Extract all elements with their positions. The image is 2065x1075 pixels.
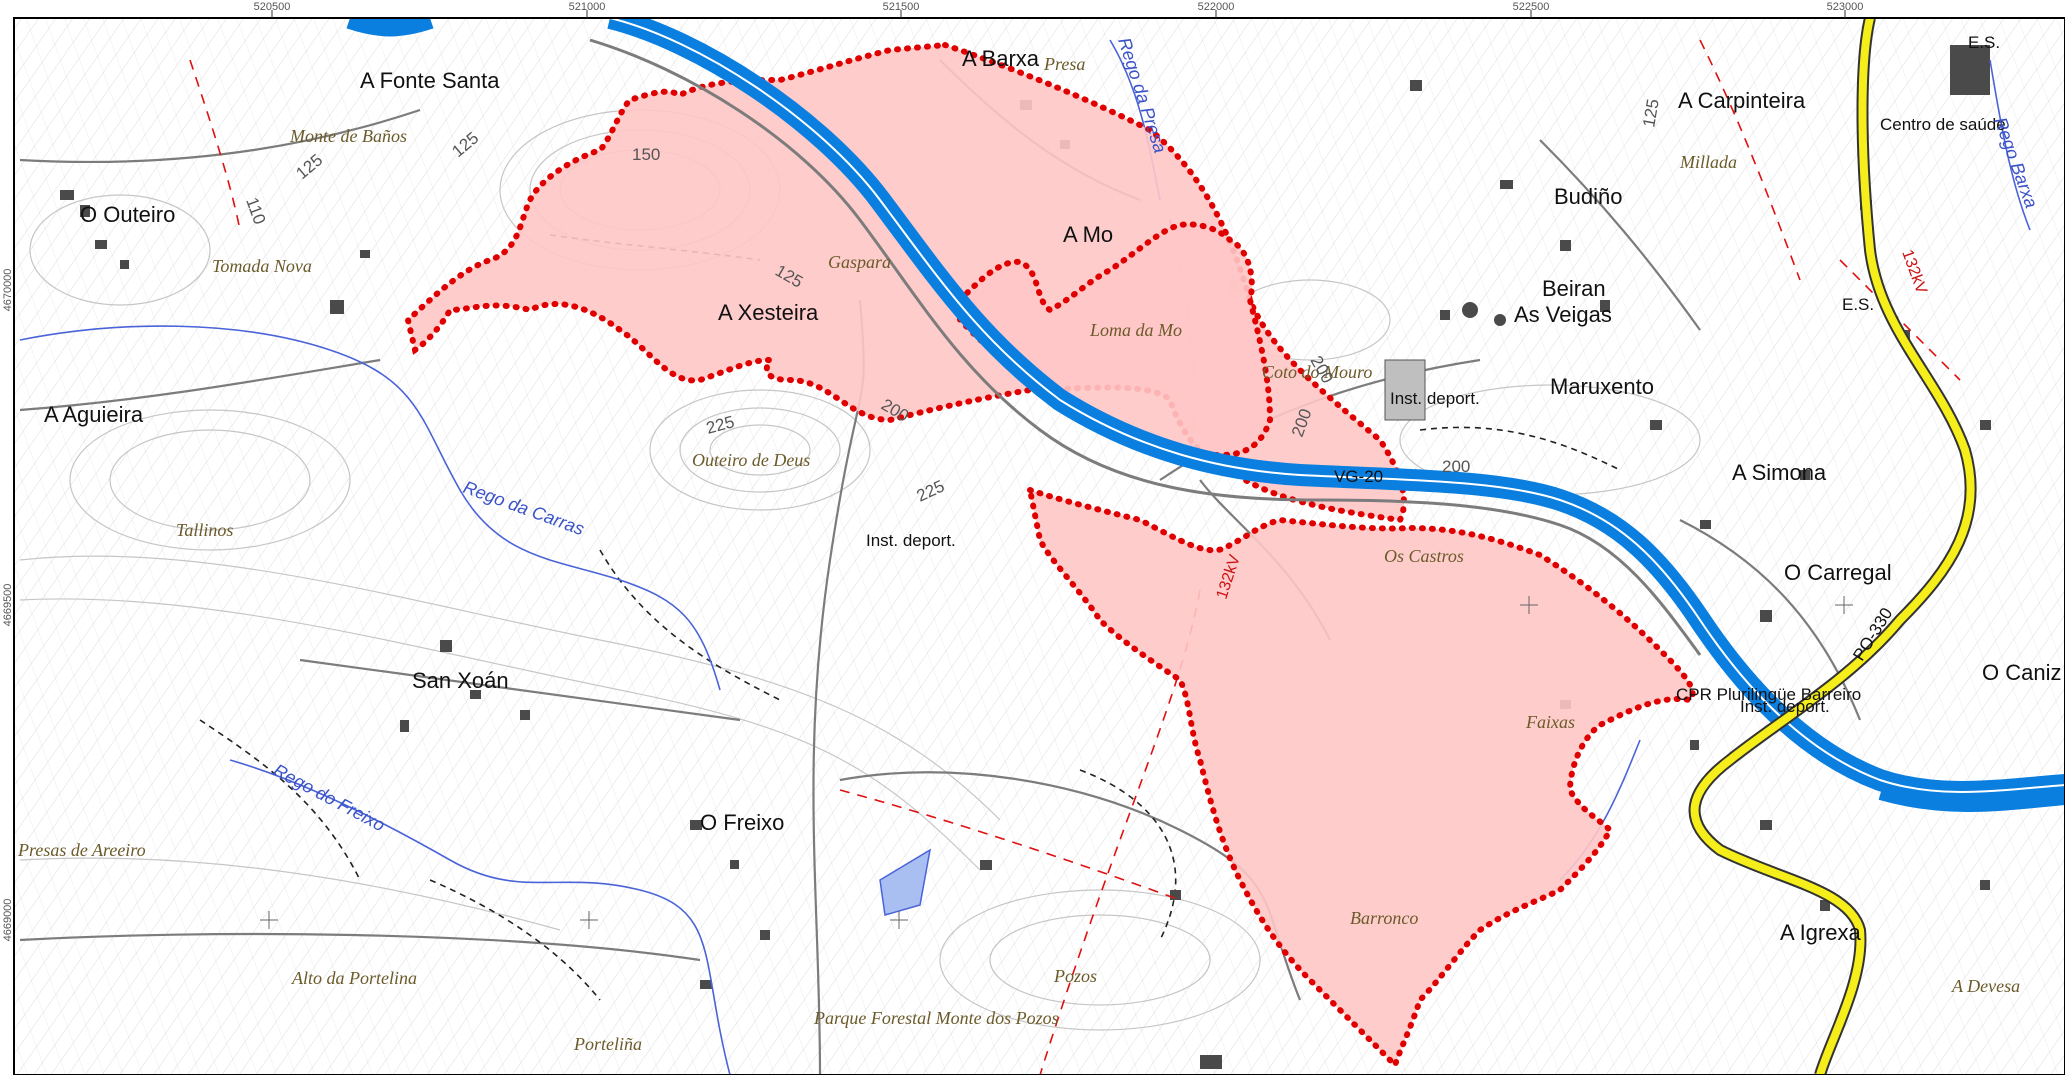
label-inst-deport-1: Inst. deport.	[1390, 389, 1480, 408]
map-frame	[13, 17, 2065, 1075]
label-o-outeiro: O Outeiro	[80, 202, 175, 227]
label-os-castros: Os Castros	[1384, 546, 1464, 566]
top-tick-label: 520500	[254, 1, 291, 13]
label-es-top: E.S.	[1968, 33, 2000, 52]
label-a-igrexa: A Igrexa	[1780, 920, 1861, 945]
label-barronco: Barronco	[1350, 908, 1418, 928]
label-millada: Millada	[1679, 152, 1737, 172]
left-tick-label: 4670000	[2, 269, 14, 312]
contour-label-11: 200	[1442, 457, 1470, 476]
label-centro-saude: Centro de saúde	[1880, 115, 2006, 134]
label-alto-da-portelina: Alto da Portelina	[291, 968, 417, 988]
label-presas-de-areeiro: Presas de Areeiro	[17, 840, 146, 860]
vg20-highway	[589, 38, 1702, 656]
label-faixas: Faixas	[1525, 712, 1575, 732]
contour-label-12: 125	[1639, 97, 1663, 128]
po330-road-fill	[1690, 18, 1975, 1075]
place-labels: A Fonte Santa O Outeiro A Aguieira A Xes…	[44, 33, 2061, 945]
reservoir	[879, 848, 932, 916]
label-beiran: Beiran	[1542, 276, 1606, 301]
label-vg20: VG-20	[1334, 467, 1383, 486]
label-parque-forestal: Parque Forestal Monte dos Pozos	[813, 1008, 1059, 1028]
top-tick-label: 523000	[1827, 1, 1864, 13]
river-channel-2	[1878, 790, 2065, 812]
label-a-carpinteira: A Carpinteira	[1678, 88, 1806, 113]
contour-label-1: 150	[632, 145, 660, 164]
label-cpr: CPR Plurilingüe Barreiro	[1676, 685, 1861, 704]
label-inst-deport-2: Inst. deport.	[866, 531, 956, 550]
label-tomada-nova: Tomada Nova	[212, 256, 312, 276]
label-outeiro-de-deus: Outeiro de Deus	[692, 450, 810, 470]
label-a-devesa: A Devesa	[1951, 976, 2020, 996]
label-portelina: Porteliña	[573, 1034, 642, 1054]
label-a-barxa: A Barxa	[962, 46, 1040, 71]
label-loma-da-mo: Loma da Mo	[1089, 320, 1182, 340]
label-a-simona: A Simona	[1732, 460, 1827, 485]
top-tick-label: 521500	[883, 1, 920, 13]
label-o-carregal: O Carregal	[1784, 560, 1892, 585]
label-coto-do-mouro: Coto do Mouro	[1262, 362, 1372, 382]
label-a-aguieira: A Aguieira	[44, 402, 144, 427]
planning-zone-east[interactable]	[1026, 485, 1696, 1071]
label-maruxento: Maruxento	[1550, 374, 1654, 399]
top-tick-label: 522500	[1513, 1, 1550, 13]
locality-labels: Monte de Baños Tomada Nova Tallinos Oute…	[17, 54, 2020, 1054]
label-budino: Budiño	[1554, 184, 1623, 209]
fault-lines	[189, 39, 1961, 1075]
map-body: A Fonte Santa O Outeiro A Aguieira A Xes…	[14, 18, 2065, 1075]
left-tick-label: 4669000	[2, 899, 14, 942]
label-as-veigas: As Veigas	[1514, 302, 1612, 327]
label-monte-de-banos: Monte de Baños	[289, 126, 407, 146]
label-pozos: Pozos	[1053, 966, 1097, 986]
top-tick-label: 521000	[569, 1, 606, 13]
label-o-caniza: O Caniz	[1982, 660, 2061, 685]
top-tick-label: 522000	[1198, 1, 1235, 13]
label-a-xesteira: A Xesteira	[718, 300, 819, 325]
left-tick-label: 4669500	[2, 584, 14, 627]
top-coordinate-ticks: 520500 521000 521500 522000 522500 52300…	[254, 1, 1864, 18]
planning-zone-loma[interactable]	[957, 221, 1274, 459]
label-o-freixo: O Freixo	[700, 810, 784, 835]
river-inner-line	[609, 18, 2065, 793]
label-presa: Presa	[1043, 54, 1085, 74]
grid-crosshairs	[260, 596, 1853, 929]
label-san-xoan: San Xoán	[412, 668, 509, 693]
label-es-mid: E.S.	[1842, 295, 1874, 314]
label-a-mo: A Mo	[1063, 222, 1113, 247]
label-a-fonte-santa: A Fonte Santa	[360, 68, 500, 93]
left-coordinate-ticks: 4670000 4669500 4669000	[2, 269, 14, 942]
contour-labels: 150 125 125 110 125 225 200 225 200 200 …	[242, 97, 1663, 505]
label-gaspara: Gaspara	[828, 252, 891, 272]
label-tallinos: Tallinos	[176, 520, 233, 540]
label-inst-deport-3: Inst. deport.	[1740, 697, 1830, 716]
